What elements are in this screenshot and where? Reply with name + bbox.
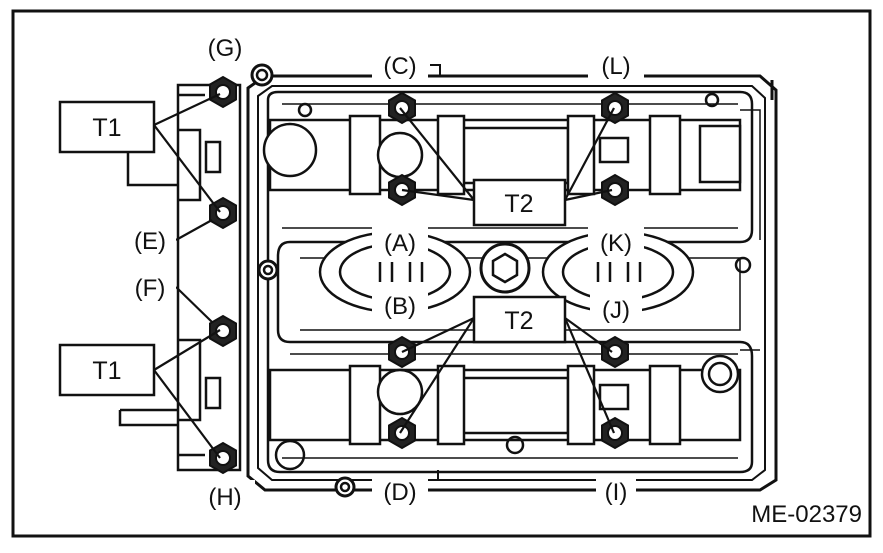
bolt-head-k — [601, 173, 629, 207]
bolt-head-e — [209, 196, 237, 230]
bolt-group — [209, 75, 629, 475]
bolt-label-j: (J) — [602, 297, 630, 324]
bolt-label-i: (I) — [605, 479, 628, 506]
bolt-label-c: (C) — [383, 53, 416, 80]
bolt-label-b: (B) — [384, 293, 416, 320]
bolt-label-k: (K) — [600, 230, 632, 257]
bolt-labels: (G) (C) (L) (E) (F) (A) (K) (B) (J) (H) … — [124, 30, 644, 511]
torque-label-t2-lower: T2 — [504, 307, 533, 335]
bolt-head-f — [209, 314, 237, 348]
bolt-head-d — [388, 416, 416, 450]
bolt-label-h: (H) — [208, 484, 241, 511]
torque-box-upper-left: T1 — [58, 100, 156, 154]
bolt-head-g — [209, 75, 237, 109]
bolt-label-l: (L) — [601, 53, 630, 80]
bolt-label-a: (A) — [384, 230, 416, 257]
torque-label-t2-upper: T2 — [504, 190, 533, 218]
bolt-label-d: (D) — [383, 479, 416, 506]
bolt-label-e: (E) — [134, 228, 166, 255]
bolt-head-c — [388, 91, 416, 125]
torque-box-lower-center: T2 — [472, 295, 567, 344]
torque-label-t1-upper: T1 — [92, 114, 121, 142]
leader-lines — [153, 93, 616, 459]
cylinder-head-body — [118, 63, 778, 498]
bolt-head-j — [601, 335, 629, 369]
bolt-head-l — [601, 91, 629, 125]
torque-box-lower-left: T1 — [58, 343, 156, 397]
torque-box-upper-center: T2 — [472, 178, 567, 227]
figure-id: ME-02379 — [751, 501, 862, 528]
bolt-head-h — [209, 441, 237, 475]
bolt-label-g: (G) — [208, 35, 243, 62]
torque-label-t1-lower: T1 — [92, 357, 121, 385]
bolt-head-i — [601, 416, 629, 450]
bolt-label-f: (F) — [135, 275, 166, 302]
